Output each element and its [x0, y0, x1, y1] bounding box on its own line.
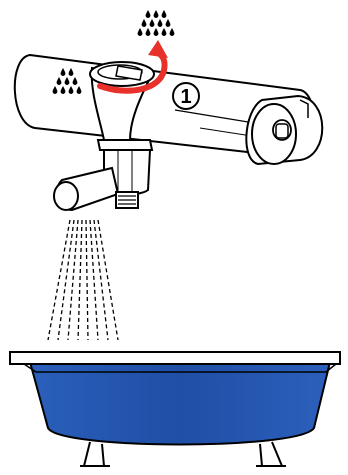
bathtub: [10, 352, 340, 466]
step-number-badge: 1: [173, 83, 199, 109]
step-number: 1: [180, 86, 191, 108]
temperature-knob[interactable]: [246, 96, 322, 164]
shower-drops-icon: [138, 10, 175, 36]
shower-hose-connector: [116, 192, 138, 208]
bath-spout: [54, 168, 118, 210]
water-stream: [48, 220, 118, 340]
